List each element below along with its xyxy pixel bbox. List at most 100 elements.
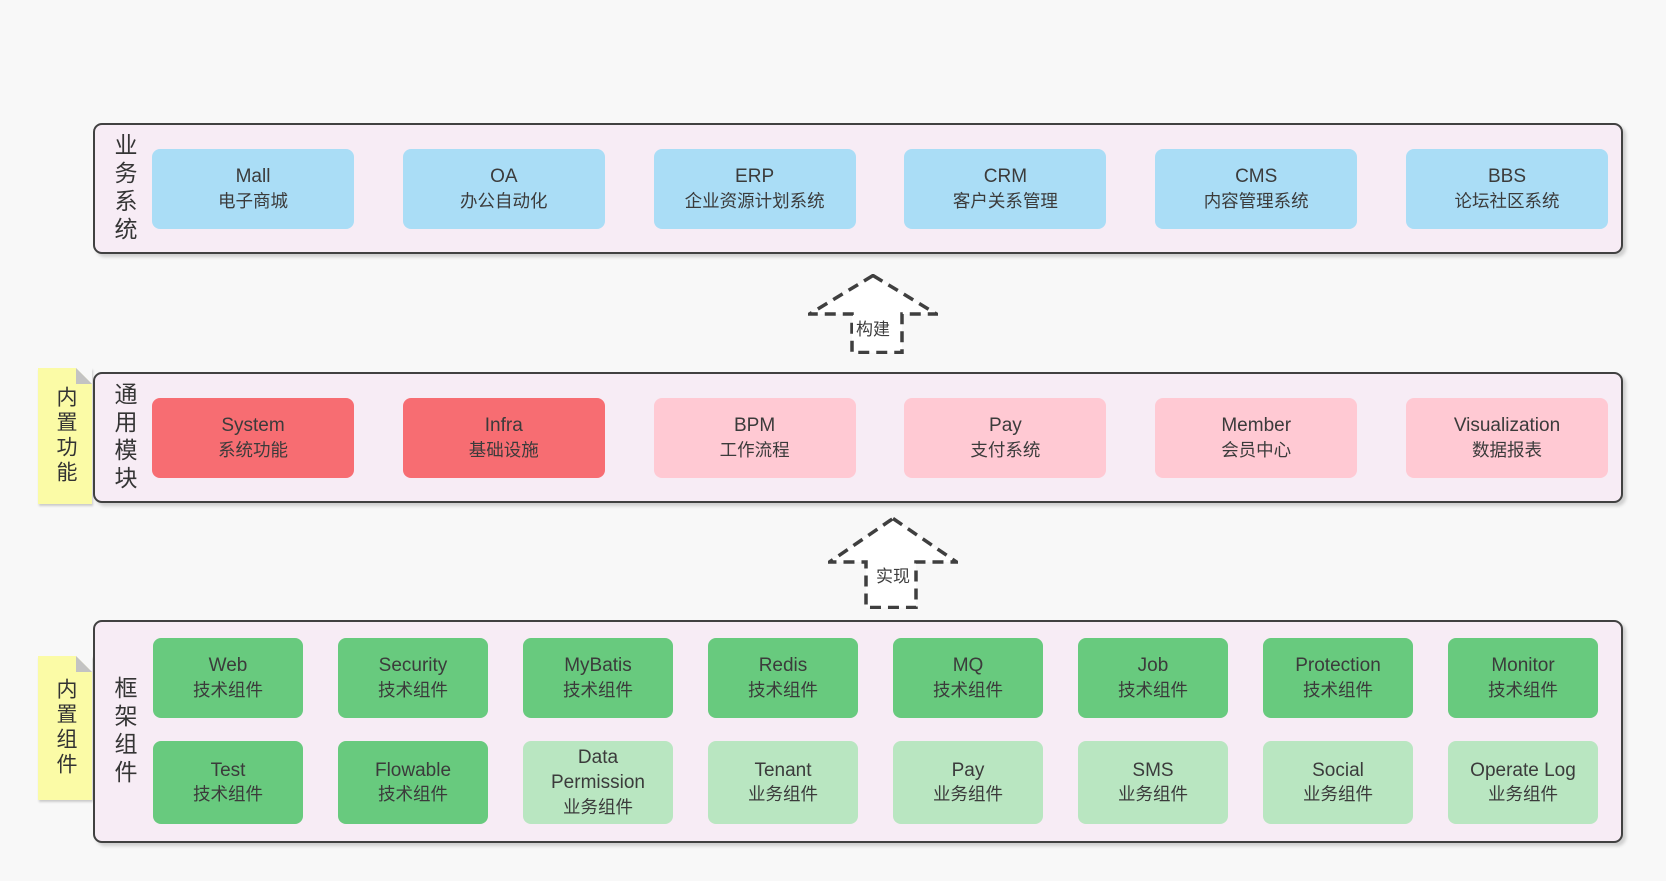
module-name: ERP: [735, 166, 775, 188]
up-arrow-icon: [808, 274, 938, 354]
module-subtitle: 数据报表: [1471, 439, 1542, 460]
module-box-crm: CRM 客户关系管理: [904, 149, 1107, 229]
module-box-oa: OA 办公自动化: [402, 149, 605, 229]
component-subtitle: 业务组件: [933, 784, 1003, 805]
module-name: Pay: [989, 415, 1022, 437]
component-box-mybatis: MyBatis 技术组件: [523, 638, 673, 718]
component-box-test: Test 技术组件: [153, 741, 303, 824]
component-subtitle: 技术组件: [1303, 679, 1373, 700]
module-name: System: [221, 415, 285, 437]
module-subtitle: 论坛社区系统: [1454, 190, 1560, 211]
component-name: Operate Log: [1470, 759, 1576, 781]
component-box-job: Job 技术组件: [1078, 638, 1228, 718]
business-systems-row: Mall 电子商城 OA 办公自动化 ERP 企业资源计划系统 CRM 客户关系…: [152, 149, 1608, 229]
component-subtitle: 技术组件: [563, 679, 633, 700]
component-box-security: Security 技术组件: [338, 638, 488, 718]
component-subtitle: 技术组件: [193, 679, 263, 700]
component-subtitle: 业务组件: [563, 796, 633, 817]
module-subtitle: 企业资源计划系统: [684, 190, 825, 211]
component-subtitle: 技术组件: [933, 679, 1003, 700]
component-subtitle: 业务组件: [748, 784, 818, 805]
arrow-build: 构建: [808, 274, 938, 354]
arrow-build-label: 构建: [853, 315, 893, 340]
module-name: CMS: [1235, 166, 1278, 188]
component-name: Social: [1312, 759, 1364, 781]
component-box-web: Web 技术组件: [153, 638, 303, 718]
sticky-note-text: 内置功能: [54, 386, 77, 486]
module-subtitle: 系统功能: [218, 439, 288, 460]
component-box-redis: Redis 技术组件: [708, 638, 858, 718]
module-box-mall: Mall 电子商城: [152, 149, 354, 229]
module-subtitle: 客户关系管理: [952, 190, 1058, 211]
module-subtitle: 内容管理系统: [1203, 190, 1309, 211]
module-name: OA: [490, 166, 518, 188]
band-framework-components: 框架组件 Web 技术组件 Security 技术组件 MyBatis 技术组件…: [93, 620, 1623, 843]
component-name: Test: [210, 759, 246, 781]
component-subtitle: 技术组件: [1488, 679, 1558, 700]
component-box-flowable: Flowable 技术组件: [338, 741, 488, 824]
component-subtitle: 技术组件: [1118, 679, 1188, 700]
module-box-infra: Infra 基础设施: [402, 398, 605, 478]
module-box-bbs: BBS 论坛社区系统: [1405, 149, 1608, 229]
component-box-social: Social 业务组件: [1263, 741, 1413, 824]
component-name: Flowable: [374, 759, 452, 781]
module-name: Member: [1221, 415, 1292, 437]
sticky-note-built-in-features: 内置功能: [38, 368, 92, 504]
band-common-modules-label: 通用模块: [111, 381, 137, 494]
component-box-mq: MQ 技术组件: [893, 638, 1043, 718]
component-name: Security: [378, 655, 448, 677]
module-box-bpm: BPM 工作流程: [653, 398, 856, 478]
component-subtitle: 技术组件: [378, 784, 448, 805]
module-box-visualization: Visualization 数据报表: [1405, 398, 1608, 478]
module-subtitle: 会员中心: [1221, 439, 1292, 460]
module-subtitle: 电子商城: [218, 190, 288, 211]
module-name: BBS: [1487, 166, 1526, 188]
module-subtitle: 支付系统: [970, 439, 1041, 460]
module-box-erp: ERP 企业资源计划系统: [653, 149, 856, 229]
band-common-modules: 通用模块 System 系统功能 Infra 基础设施 BPM 工作流程 Pay…: [93, 372, 1623, 503]
component-box-data-permission: Data Permission 业务组件: [523, 741, 673, 824]
component-box-monitor: Monitor 技术组件: [1448, 638, 1598, 718]
component-box-pay: Pay 业务组件: [893, 741, 1043, 824]
component-subtitle: 业务组件: [1488, 784, 1558, 805]
module-box-cms: CMS 内容管理系统: [1155, 149, 1358, 229]
component-name: MyBatis: [564, 655, 632, 677]
component-name: Protection: [1295, 655, 1381, 677]
band-framework-components-label: 框架组件: [111, 675, 137, 788]
component-subtitle: 技术组件: [378, 679, 448, 700]
module-subtitle: 办公自动化: [460, 190, 548, 211]
component-box-protection: Protection 技术组件: [1263, 638, 1413, 718]
component-box-sms: SMS 业务组件: [1078, 741, 1228, 824]
module-box-member: Member 会员中心: [1155, 398, 1358, 478]
module-name: Infra: [484, 415, 523, 437]
module-box-pay: Pay 支付系统: [904, 398, 1107, 478]
module-name: Mall: [235, 166, 271, 188]
component-name: Tenant: [754, 759, 812, 781]
framework-components-row-1: Web 技术组件 Security 技术组件 MyBatis 技术组件 Redi…: [153, 638, 1598, 718]
component-subtitle: 技术组件: [748, 679, 818, 700]
common-modules-row: System 系统功能 Infra 基础设施 BPM 工作流程 Pay 支付系统…: [152, 398, 1608, 478]
module-name: Visualization: [1453, 415, 1561, 437]
framework-components-row-2: Test 技术组件 Flowable 技术组件 Data Permission …: [153, 741, 1598, 824]
module-name: CRM: [983, 166, 1028, 188]
component-name: SMS: [1132, 759, 1174, 781]
sticky-note-text: 内置组件: [54, 678, 77, 778]
component-name: MQ: [952, 655, 984, 677]
component-name: Monitor: [1491, 655, 1555, 677]
component-subtitle: 业务组件: [1118, 784, 1188, 805]
component-box-tenant: Tenant 业务组件: [708, 741, 858, 824]
component-name: Job: [1137, 655, 1169, 677]
module-name: BPM: [734, 415, 776, 437]
component-name: Pay: [951, 759, 985, 781]
component-name: Data Permission: [551, 747, 645, 794]
component-box-operate-log: Operate Log 业务组件: [1448, 741, 1598, 824]
band-business-systems-label: 业务系统: [111, 132, 137, 245]
arrow-implement-label: 实现: [873, 562, 913, 587]
component-name: Web: [208, 655, 248, 677]
module-box-system: System 系统功能: [152, 398, 354, 478]
component-subtitle: 技术组件: [193, 784, 263, 805]
band-business-systems: 业务系统 Mall 电子商城 OA 办公自动化 ERP 企业资源计划系统 CRM…: [93, 123, 1623, 254]
sticky-note-built-in-components: 内置组件: [38, 656, 92, 800]
module-subtitle: 基础设施: [468, 439, 539, 460]
